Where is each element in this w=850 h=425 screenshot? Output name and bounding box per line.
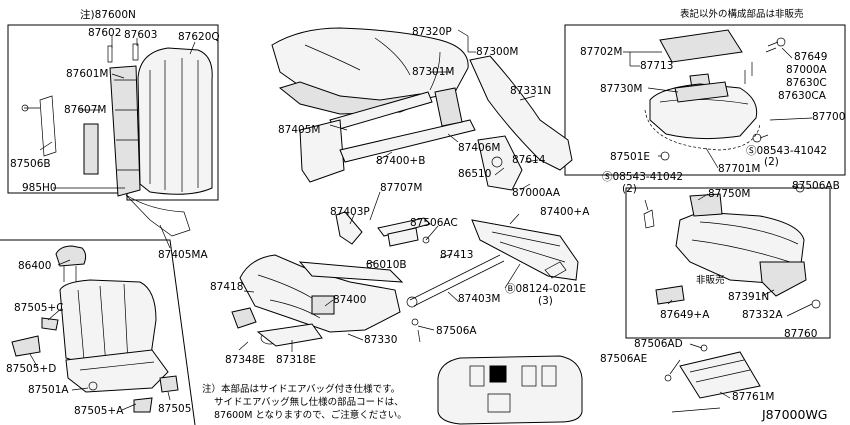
- part-87400A: 87400+A: [540, 206, 590, 218]
- part-86400: 86400: [18, 260, 51, 272]
- part-87730M: 87730M: [600, 83, 642, 95]
- part-87406M: 87406M: [458, 142, 500, 154]
- rear-seat-illustration: [11, 245, 179, 413]
- part-87405MA: 87405MA: [158, 249, 208, 261]
- leader-lines: [29, 29, 813, 411]
- part-87602: 87602: [88, 27, 121, 39]
- part-87630CA: 87630CA: [778, 90, 827, 102]
- footnote-line-2: サイドエアバッグ無し仕様の部品コードは、: [214, 396, 404, 408]
- part-87761M: 87761M: [732, 391, 774, 403]
- part-87750M: 87750M: [708, 188, 750, 200]
- part-08543-41042-b-qty: (2): [622, 183, 637, 195]
- part-87707M: 87707M: [380, 182, 422, 194]
- seat-cushion-illustration: [271, 27, 573, 245]
- part-87505C: 87505+C: [14, 302, 64, 314]
- part-87400B: 87400+B: [376, 155, 425, 167]
- part-87601M: 87601M: [66, 68, 108, 80]
- part-87331N: 87331N: [510, 85, 551, 97]
- part-87505A: 87505+A: [74, 405, 124, 417]
- vehicle-location-diagram: [437, 355, 583, 425]
- console-box-illustration: [643, 183, 821, 309]
- part-87301M: 87301M: [412, 66, 454, 78]
- part-87403M: 87403M: [458, 293, 500, 305]
- part-87620Q: 87620Q: [178, 31, 220, 43]
- console-lid-illustration: [644, 29, 786, 161]
- part-08543-41042-b: Ⓢ08543-41042: [602, 171, 683, 183]
- part-87505D: 87505+D: [6, 363, 56, 375]
- part-87506AB: 87506AB: [792, 180, 840, 192]
- part-87614: 87614: [512, 154, 546, 166]
- seat-frame-illustration: [231, 217, 579, 347]
- footnote-line-3: 87600M となりますので、ご注意ください。: [214, 409, 407, 421]
- console-lid-frame: [564, 24, 846, 176]
- part-87649: 87649: [794, 51, 827, 63]
- header-note: 表記以外の構成部品は非販売: [680, 8, 804, 20]
- bracket-illustration: [664, 344, 761, 413]
- footnote-line-1: 注）本部品はサイドエアバッグ付き仕様です。: [202, 383, 400, 395]
- part-87700: 87700: [812, 111, 845, 123]
- part-87630C: 87630C: [786, 77, 827, 89]
- diagram-code: J87000WG: [761, 407, 828, 422]
- part-87403P: 87403P: [330, 206, 370, 218]
- part-87506AE: 87506AE: [600, 353, 647, 365]
- seat-back-assembly-frame: [7, 24, 219, 201]
- part-87506AC: 87506AC: [410, 217, 458, 229]
- seat-back-illustration: [21, 43, 213, 237]
- part-87391N: 87391N: [728, 291, 769, 303]
- part-87649A: 87649+A: [660, 309, 710, 321]
- part-87413: 87413: [440, 249, 473, 261]
- part-87400: 87400: [333, 294, 366, 306]
- non-sale-label: 非販売: [696, 274, 725, 286]
- rear-seat-frame: [0, 239, 196, 425]
- part-87348E: 87348E: [225, 354, 265, 366]
- part-86510: 86510: [458, 168, 491, 180]
- part-87607M: 87607M: [64, 104, 106, 116]
- part-87501A: 87501A: [28, 384, 69, 396]
- part-86010B: 86010B: [366, 259, 407, 271]
- part-08543-41042-a-qty: (2): [764, 156, 779, 168]
- console-box-frame: [625, 187, 831, 339]
- part-87000AA: 87000AA: [512, 187, 561, 199]
- part-87603: 87603: [124, 29, 157, 41]
- part-87506A: 87506A: [436, 325, 477, 337]
- part-08124-0201E-qty: (3): [538, 295, 553, 307]
- part-87760: 87760: [784, 328, 817, 340]
- part-87702M: 87702M: [580, 46, 622, 58]
- part-87000A: 87000A: [786, 64, 827, 76]
- part-87418: 87418: [210, 281, 243, 293]
- part-87330: 87330: [364, 334, 397, 346]
- part-87701M: 87701M: [718, 163, 760, 175]
- part-87405M: 87405M: [278, 124, 320, 136]
- part-08124-0201E: Ⓑ08124-0201E: [505, 283, 586, 295]
- part-87318E: 87318E: [276, 354, 316, 366]
- part-985H0: 985H0: [22, 182, 57, 194]
- part-08543-41042-a: Ⓢ08543-41042: [746, 145, 827, 157]
- part-87320P: 87320P: [412, 26, 452, 38]
- part-87332A: 87332A: [742, 309, 783, 321]
- part-87300M: 87300M: [476, 46, 518, 58]
- part-87506AD: 87506AD: [634, 338, 683, 350]
- part-87600N: 注)87600N: [80, 8, 136, 21]
- part-87501E: 87501E: [610, 151, 650, 163]
- part-87505: 87505: [158, 403, 191, 415]
- part-87506B: 87506B: [10, 158, 51, 170]
- part-87713: 87713: [640, 60, 673, 72]
